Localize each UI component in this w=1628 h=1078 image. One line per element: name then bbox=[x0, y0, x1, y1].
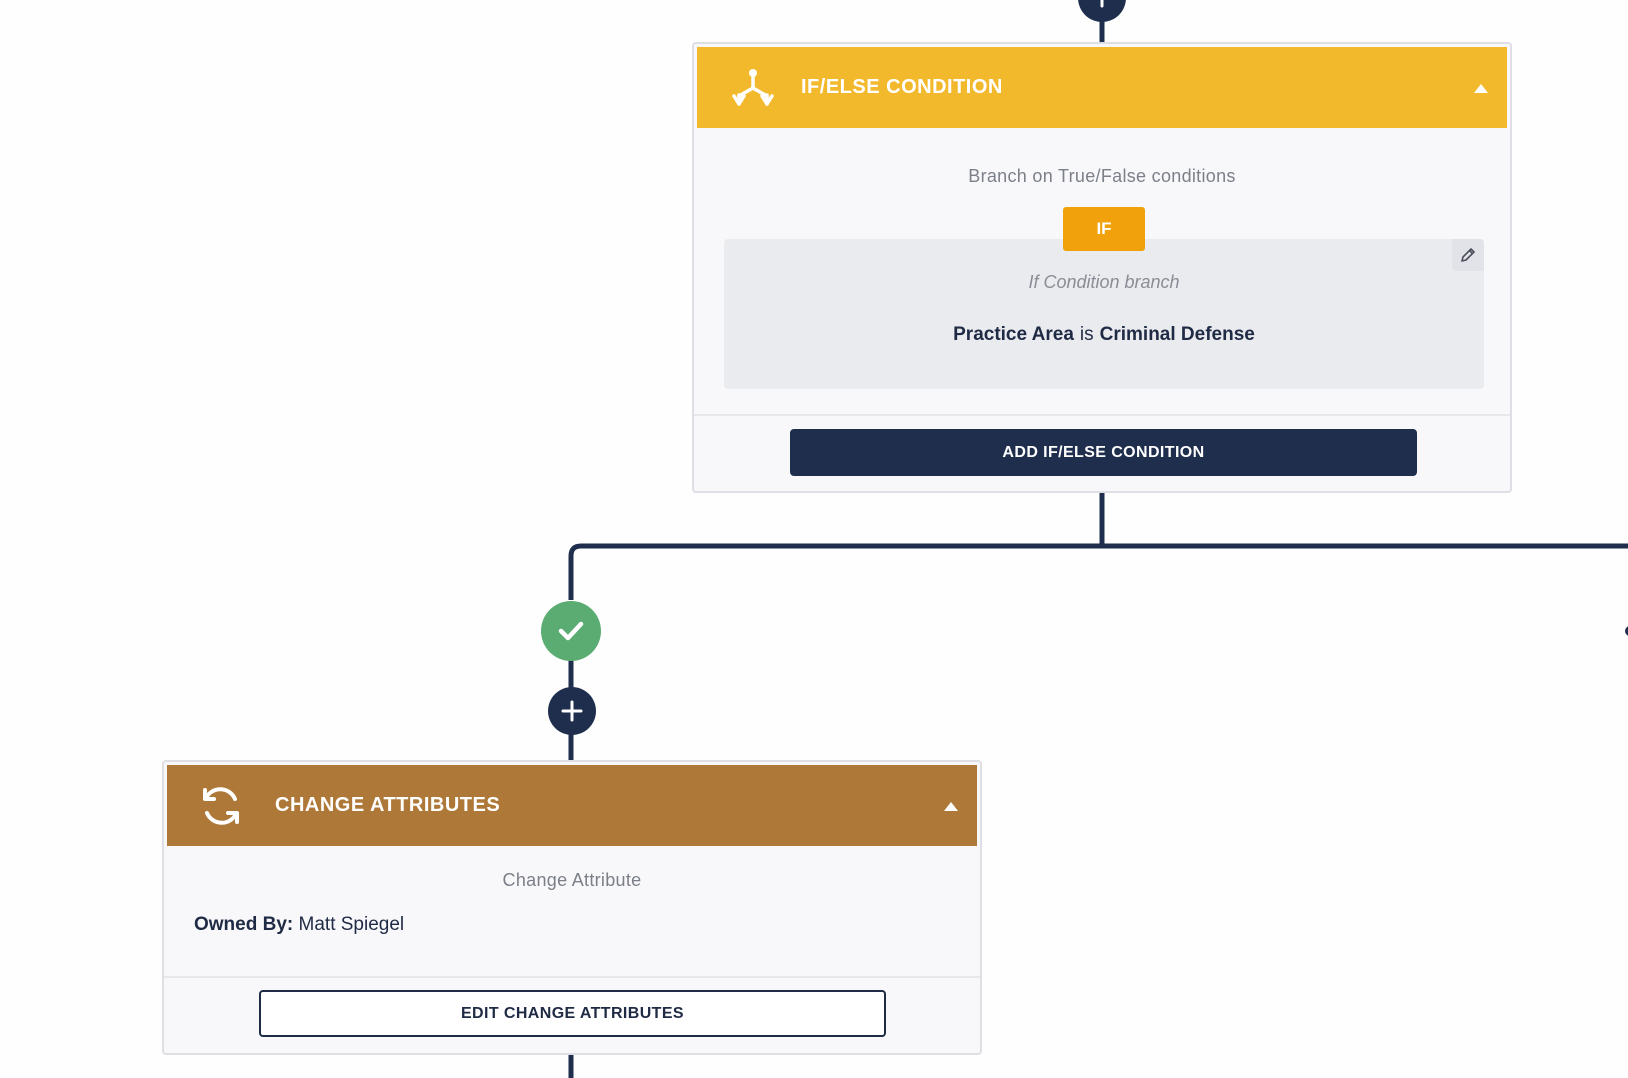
edit-branch-button[interactable] bbox=[1452, 239, 1484, 271]
attribute-row: Owned By: Matt Spiegel bbox=[194, 914, 404, 936]
change-collapse-button[interactable] bbox=[935, 790, 967, 822]
add-step-button-top[interactable] bbox=[1078, 0, 1126, 22]
attribute-key: Owned By: bbox=[194, 914, 294, 935]
change-attributes-card: CHANGE ATTRIBUTES Change Attribute Owned… bbox=[162, 760, 982, 1055]
condition-field: Practice Area bbox=[953, 324, 1074, 345]
plus-icon bbox=[561, 700, 583, 722]
add-step-button[interactable] bbox=[548, 687, 596, 735]
change-card-header[interactable]: CHANGE ATTRIBUTES bbox=[167, 765, 977, 846]
condition-value: Criminal Defense bbox=[1099, 324, 1255, 345]
ifelse-condition-card: IF/ELSE CONDITION Branch on True/False c… bbox=[692, 42, 1512, 493]
false-branch-marker bbox=[1625, 626, 1628, 636]
caret-up-icon bbox=[944, 801, 958, 811]
refresh-icon bbox=[193, 778, 249, 834]
plus-icon bbox=[1100, 0, 1104, 8]
checkmark-icon bbox=[558, 621, 584, 641]
ifelse-card-divider bbox=[694, 414, 1510, 416]
change-card-subtitle: Change Attribute bbox=[502, 870, 642, 890]
change-card-divider bbox=[164, 976, 980, 978]
change-card-title: CHANGE ATTRIBUTES bbox=[275, 794, 501, 816]
edit-change-attributes-button[interactable]: EDIT CHANGE ATTRIBUTES bbox=[259, 990, 886, 1037]
caret-up-icon bbox=[1474, 83, 1488, 93]
split-branch-icon bbox=[725, 60, 781, 116]
branch-label: If Condition branch bbox=[1028, 272, 1180, 292]
ifelse-card-subtitle: Branch on True/False conditions bbox=[968, 166, 1236, 186]
branch-split-line bbox=[568, 543, 1628, 600]
ifelse-collapse-button[interactable] bbox=[1465, 72, 1497, 104]
if-badge: IF bbox=[1063, 207, 1145, 251]
pencil-icon bbox=[1461, 248, 1475, 262]
condition-operator: is bbox=[1079, 324, 1094, 345]
true-branch-badge bbox=[541, 601, 601, 661]
add-ifelse-condition-button[interactable]: ADD IF/ELSE CONDITION bbox=[790, 429, 1417, 476]
ifelse-card-header[interactable]: IF/ELSE CONDITION bbox=[697, 47, 1507, 128]
attribute-value: Matt Spiegel bbox=[298, 914, 405, 935]
ifelse-card-title: IF/ELSE CONDITION bbox=[801, 76, 1003, 98]
